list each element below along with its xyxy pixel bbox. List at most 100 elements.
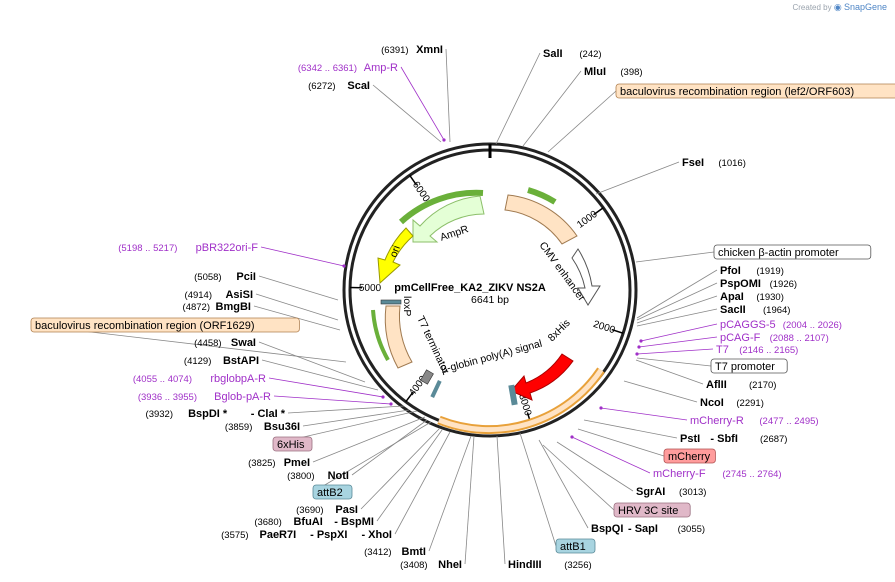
site-mcherryf[interactable]: mCherry-F(2745 .. 2764) <box>653 468 782 480</box>
feature-box-his6[interactable]: 6xHis <box>272 436 313 452</box>
site-bmti[interactable]: BmtI(3412) <box>364 546 426 558</box>
site-rbglob[interactable]: rbglobpA-R(4055 .. 4074) <box>133 373 266 385</box>
site-name: BmgBI <box>216 301 251 313</box>
leader-line <box>640 323 718 342</box>
snapgene-logo-icon: ◉ <box>833 2 842 12</box>
site-position: (1964) <box>763 305 790 316</box>
site-position: (398) <box>620 67 642 78</box>
leader-line <box>312 416 426 463</box>
site-sgrai[interactable]: SgrAI(3013) <box>636 486 706 498</box>
leader-line <box>394 431 451 535</box>
feature-box-label: attB2 <box>317 487 343 499</box>
feature-box-label: baculovirus recombination region (lef2/O… <box>620 86 854 98</box>
green-arc-top <box>527 187 557 205</box>
site-labels: XmnI(6391) Amp-R(6342 .. 6361) ScaI(6272) S… <box>30 44 895 571</box>
site-noti[interactable]: NotI(3800) <box>287 470 349 482</box>
leader-line <box>636 308 718 327</box>
ring-tick-label: 2000 <box>592 319 617 336</box>
feature-box-label: mCherry <box>668 451 711 463</box>
site-nhei[interactable]: NheI(3408) <box>400 559 462 571</box>
feature-box-attb2[interactable]: attB2 <box>312 484 353 500</box>
site-pcii[interactable]: PciI(5058) <box>194 271 256 283</box>
feature-box-attb1[interactable]: attB1 <box>555 538 596 554</box>
feature-box-bac2[interactable]: baculovirus recombination region (ORF162… <box>30 317 300 333</box>
ring-tick <box>405 391 414 403</box>
site-name: pCAGGS-5 <box>720 319 776 331</box>
site-name: NcoI <box>700 397 724 409</box>
site-name: PspOMI <box>720 278 761 290</box>
site-aflii[interactable]: AflII (2170) <box>706 379 776 391</box>
site-position: (5198 .. 5217) <box>118 243 177 254</box>
site-bglob[interactable]: Bglob-pA-R(3936 .. 3955) <box>138 391 271 403</box>
site-sacii[interactable]: SacII(1964) <box>720 304 790 316</box>
site-ncoi[interactable]: NcoI(2291) <box>700 397 764 409</box>
site-hindiii[interactable]: HindIII(3256) <box>508 559 592 571</box>
feature-box-bg <box>30 317 300 333</box>
site-position: (4458) <box>194 338 221 349</box>
feature-box-label: HRV 3C site <box>618 505 678 517</box>
site-scai[interactable]: ScaI(6272) <box>308 80 370 92</box>
site-bsu36i[interactable]: Bsu36I(3859) <box>225 421 300 433</box>
leader-line <box>600 407 688 421</box>
feature-box-t7prom[interactable]: T7 promoter <box>710 358 788 374</box>
leader-line <box>261 359 379 391</box>
site-position: (3932) <box>146 409 173 420</box>
feature-box-mcherry[interactable]: mCherry <box>663 448 716 464</box>
site-bmgbi[interactable]: BmgBI(4872) <box>183 301 251 313</box>
site-name: ApaI <box>720 291 744 303</box>
site-ampr-p[interactable]: Amp-R(6342 .. 6361) <box>298 62 398 74</box>
site-apai[interactable]: ApaI(1930) <box>720 291 784 303</box>
site-pfoi[interactable]: PfoI(1919) <box>720 265 784 277</box>
site-bspdi[interactable]: - ClaI *BspDI *(3932) <box>146 408 286 420</box>
site-fsei[interactable]: FseI(1016) <box>682 157 746 169</box>
feature-box-bg <box>272 436 313 452</box>
site-xmni[interactable]: XmnI(6391) <box>381 44 443 56</box>
site-position: (2170) <box>749 380 776 391</box>
primer-mark <box>635 352 639 356</box>
feature-box-label: 6xHis <box>277 439 305 451</box>
site-position: (6272) <box>308 81 335 92</box>
site-pcagf[interactable]: pCAG-F(2088 .. 2107) <box>720 332 829 344</box>
site-pcaggs[interactable]: pCAGGS-5(2004 .. 2026) <box>720 319 842 331</box>
feat-loxp: loxP <box>401 296 413 316</box>
leader-line <box>638 336 718 348</box>
feature-box-hrv[interactable]: HRV 3C site <box>613 502 691 518</box>
site-psti[interactable]: PstI- SbfI(2687) <box>680 433 787 445</box>
site-position: (3825) <box>248 458 275 469</box>
leader-line <box>635 251 715 263</box>
leader-line <box>372 84 442 143</box>
site-mlui[interactable]: MluI(398) <box>584 66 643 78</box>
site-pasi[interactable]: PasI(3690) <box>296 504 358 516</box>
site-position: (4914) <box>185 290 212 301</box>
site-t7p[interactable]: T7(2146 .. 2165) <box>716 344 798 356</box>
site-pbr[interactable]: pBR322ori-F(5198 .. 5217) <box>118 242 258 254</box>
feature-box-label: baculovirus recombination region (ORF162… <box>35 320 255 332</box>
site-bspqi[interactable]: BspQI- SapI(3055) <box>591 523 705 535</box>
site-position: (3055) <box>678 524 705 535</box>
primer-mark <box>342 264 346 268</box>
site-asisi[interactable]: AsiSI(4914) <box>185 289 253 301</box>
feat-ori: ori <box>388 244 403 259</box>
site-sali[interactable]: SalI(242) <box>543 48 602 60</box>
primer-mark <box>381 395 385 399</box>
site-position: (2745 .. 2764) <box>722 469 781 480</box>
chicken-actin-arrow <box>571 248 601 306</box>
site-pmei[interactable]: PmeI(3825) <box>248 457 310 469</box>
site-swai[interactable]: SwaI(4458) <box>194 337 256 349</box>
feature-box-chick[interactable]: chicken β-actin promoter <box>713 244 872 260</box>
feature-box-label: T7 promoter <box>715 361 775 373</box>
leader-line <box>428 435 472 552</box>
site-position: (242) <box>579 49 601 60</box>
credit-prefix: Created by <box>792 3 832 12</box>
site-name: mCherry-R <box>690 415 744 427</box>
feature-box-bac1[interactable]: baculovirus recombination region (lef2/O… <box>615 83 895 99</box>
site-mcherryr[interactable]: mCherry-R(2477 .. 2495) <box>690 415 819 427</box>
site-bstapi[interactable]: BstAPI(4129) <box>184 355 259 367</box>
feat-bglobin: β-globin poly(A) signal <box>440 338 544 377</box>
site-name: - ClaI * <box>251 408 286 420</box>
primer-mark <box>389 402 393 406</box>
site-name: AflII <box>706 379 727 391</box>
site-pspomi[interactable]: PspOMI(1926) <box>720 278 797 290</box>
